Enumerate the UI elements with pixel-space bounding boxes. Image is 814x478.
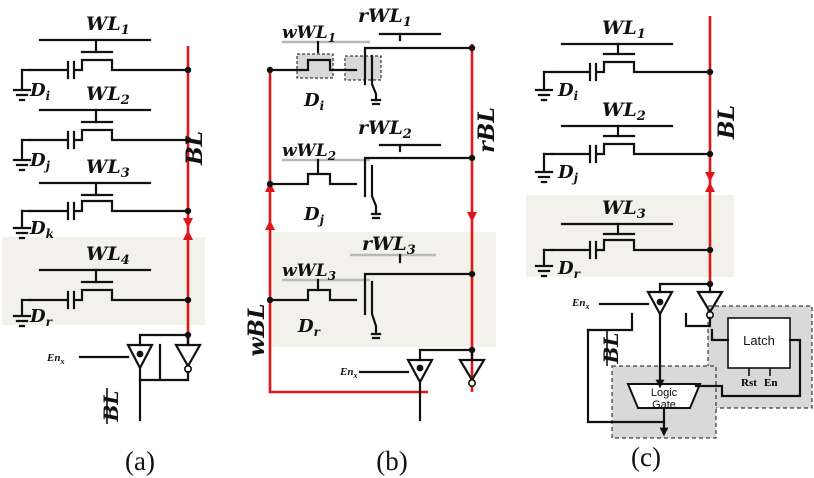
panel-a-enable-label: Enx [46,352,64,366]
panel-a-cell-3: WL3 Dk [12,156,192,241]
panel-a-cell-2: WL2 Dj [12,83,192,173]
svg-text:wWL2: wWL2 [282,141,336,163]
svg-text:Di: Di [29,80,51,103]
panel-b-read-bitline-label: rBL [474,107,500,153]
panel-c-cell-3: WL3 Dr [534,197,714,281]
panel-c-sense-buffers: Enx BL [571,280,802,437]
svg-text:Enx: Enx [339,366,357,380]
panel-a-caption: (a) [125,446,155,476]
panel-c: BL WL1 Di WL2 Dj [526,16,813,472]
en-label: En [764,377,777,389]
svg-text:WL2: WL2 [602,99,646,124]
panel-c-bitline-label: BL [714,105,740,140]
svg-text:wWL3: wWL3 [282,261,336,283]
panel-c-bitline-bar-label: BL [599,333,623,365]
svg-text:WL4: WL4 [86,243,130,268]
svg-text:Logic: Logic [651,387,678,399]
svg-text:Dj: Dj [303,204,325,227]
latch-box [727,317,791,369]
svg-text:Dr: Dr [557,258,582,281]
svg-text:Gate: Gate [652,399,676,411]
svg-text:WL3: WL3 [86,156,130,181]
latch-label: Latch [743,333,775,348]
svg-text:WL2: WL2 [86,83,130,108]
panel-b-caption: (b) [376,446,407,476]
rst-label: Rst [741,377,757,389]
svg-text:WL1: WL1 [86,13,130,38]
panel-a-cell-1: WL1 Di [12,13,192,103]
svg-text:Di: Di [303,90,325,113]
panel-a-cell-4: WL4 Dr [12,243,192,329]
panel-b-cell-2: wWL2 rWL2 Dj [266,117,476,227]
panel-a-sense-buffers: Enx BL [46,331,202,424]
panel-b-cell-1: wWL1 rWL1 Di [266,5,476,113]
svg-text:WL1: WL1 [602,17,646,42]
panel-a-bitline-label: BL [182,131,208,166]
panel-b-sense-buffers: Enx [339,346,486,422]
panel-b-write-bitline-label: wBL [244,303,270,356]
svg-text:Dr: Dr [29,306,54,329]
svg-text:wWL1: wWL1 [282,23,336,45]
panel-b-cell-3: wWL3 rWL3 Dr [266,233,476,340]
svg-text:Di: Di [557,80,579,103]
panel-a: BL WL1 Di WL2 Dj [2,13,208,476]
svg-text:rWL1: rWL1 [358,5,412,30]
svg-text:Dr: Dr [297,316,322,339]
svg-text:Enx: Enx [571,297,589,311]
svg-text:Dj: Dj [29,150,51,173]
panel-b: rBL wBL wWL1 rWL1 Di [244,5,500,476]
panel-a-arrow-down [183,218,193,228]
svg-text:rWL3: rWL3 [362,233,416,258]
svg-text:WL3: WL3 [602,197,646,222]
panel-c-shaded-region [526,195,734,277]
panel-c-cell-2: WL2 Dj [534,99,714,185]
panel-b-write-bitline [268,70,428,394]
panel-c-caption: (c) [631,442,661,472]
svg-text:Dk: Dk [29,218,54,241]
svg-text:rWL2: rWL2 [358,117,412,142]
panel-a-arrow-up [183,230,193,240]
panel-a-bitline-bar-label: BL [99,391,123,423]
logic-gate [626,383,702,409]
panel-c-cell-1: WL1 Di [534,17,714,103]
svg-text:Dj: Dj [557,162,579,185]
